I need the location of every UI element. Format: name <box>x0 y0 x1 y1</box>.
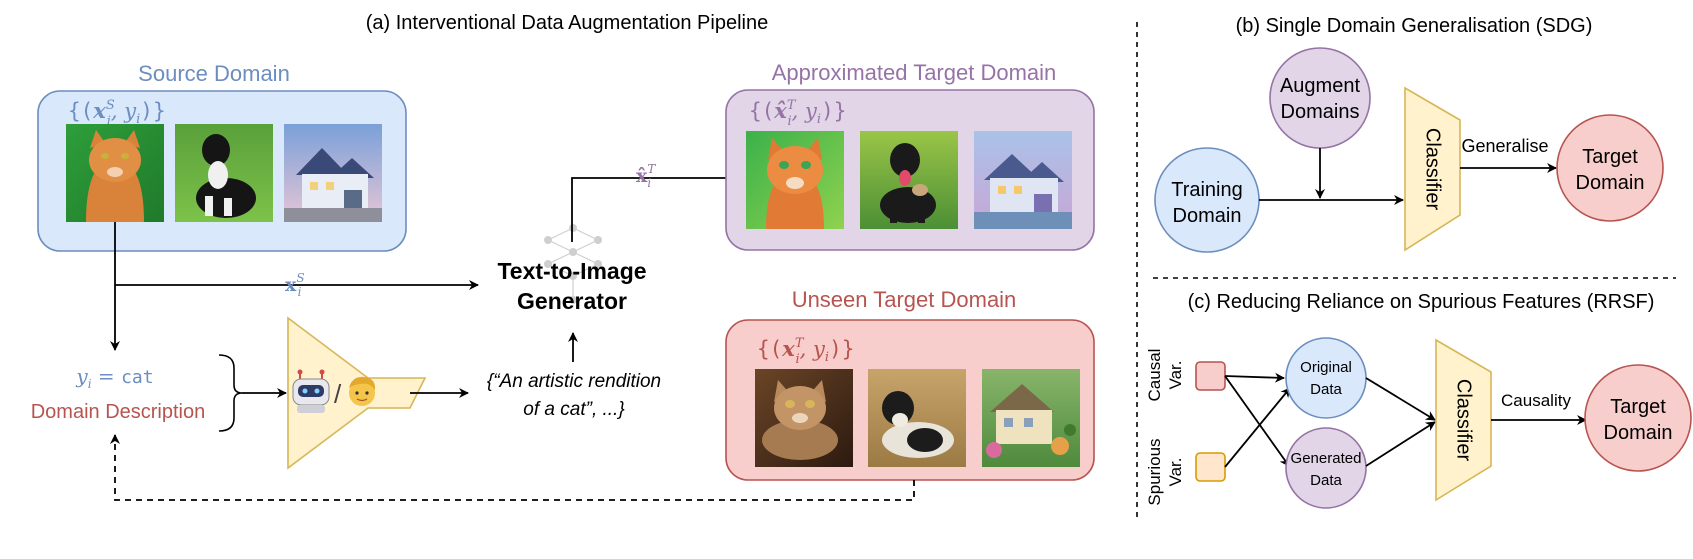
rrsf-causal-to-generated-arrow <box>1224 375 1290 467</box>
rrsf-classifier-label: Classifier <box>1453 379 1475 462</box>
house-photo-icon <box>284 124 382 222</box>
sdg-augment-domains-node <box>1269 47 1371 149</box>
sdg-classifier-label: Classifier <box>1422 128 1444 211</box>
rrsf-original-label-1: Original <box>1300 359 1352 376</box>
source-title: Source Domain <box>138 61 290 86</box>
rrsf-original-label-2: Data <box>1310 381 1342 398</box>
rrsf-generated-label-1: Generated <box>1291 450 1362 467</box>
title-c: (c) Reducing Reliance on Spurious Featur… <box>1188 291 1655 313</box>
generator-label-2: Generator <box>517 288 627 314</box>
approx-title: Approximated Target Domain <box>772 60 1057 85</box>
rrsf-causal-label-2: Var. <box>1166 361 1185 390</box>
rrsf-spurious-to-original-arrow <box>1224 387 1291 468</box>
generator-label-1: Text-to-Image <box>497 258 646 284</box>
robot-icon <box>292 369 330 413</box>
sdg-augment-label-1: Augment <box>1280 75 1360 97</box>
rrsf-target-domain-node <box>1584 364 1692 472</box>
sdg-target-domain-node <box>1556 114 1664 222</box>
cat-art-icon <box>755 369 853 467</box>
rrsf-generated-to-classifier-arrow <box>1365 421 1436 467</box>
sdg-target-label-2: Domain <box>1576 172 1645 194</box>
rrsf-spurious-var-box <box>1195 452 1226 482</box>
cat-painting-icon <box>746 131 844 229</box>
class-label: yi = cat <box>75 364 153 391</box>
cat-photo-icon <box>66 124 164 222</box>
rrsf-target-label-2: Domain <box>1604 422 1673 444</box>
prompt-line-2: of a cat”, ...} <box>523 399 625 420</box>
rrsf-spurious-label-1: Spurious <box>1145 438 1164 505</box>
generator-to-target-arrow <box>571 173 745 242</box>
prompt-line-1: {“An artistic rendition <box>487 371 661 392</box>
rrsf-causality-label: Causality <box>1501 391 1571 410</box>
house-art-icon <box>982 369 1080 467</box>
rrsf-classifier <box>1435 338 1492 502</box>
sdg-training-label-1: Training <box>1171 179 1243 201</box>
dog-painting-icon <box>860 131 958 229</box>
unseen-title: Unseen Target Domain <box>792 287 1017 312</box>
dog-art-icon <box>868 369 966 467</box>
neural-network-icon <box>544 224 602 304</box>
sdg-augment-label-2: Domains <box>1281 101 1360 123</box>
sdg-training-label-2: Domain <box>1173 205 1242 227</box>
rrsf-causal-to-original-arrow <box>1224 372 1285 383</box>
rrsf-original-to-classifier-arrow <box>1365 377 1436 421</box>
rrsf-causal-label-1: Causal <box>1145 349 1164 402</box>
domain-description-label: Domain Description <box>31 401 206 423</box>
slash-separator: / <box>334 379 342 409</box>
title-b: (b) Single Domain Generalisation (SDG) <box>1236 15 1593 37</box>
dog-photo-icon <box>175 124 273 222</box>
rrsf-target-label-1: Target <box>1610 396 1666 418</box>
rrsf-generated-data-node <box>1285 427 1367 509</box>
feedback-dashed-arrow <box>110 434 915 501</box>
rrsf-generated-label-2: Data <box>1310 472 1342 489</box>
human-face-icon <box>349 376 376 406</box>
rrsf-original-data-node <box>1285 337 1367 419</box>
house-painting-icon <box>974 131 1072 229</box>
sdg-generalise-label: Generalise <box>1461 136 1548 156</box>
title-a: (a) Interventional Data Augmentation Pip… <box>366 12 768 34</box>
rrsf-causal-var-box <box>1195 361 1226 391</box>
sdg-target-label-1: Target <box>1582 146 1638 168</box>
rrsf-spurious-label-2: Var. <box>1166 458 1185 487</box>
brace <box>218 354 243 432</box>
sdg-classifier <box>1404 86 1461 252</box>
